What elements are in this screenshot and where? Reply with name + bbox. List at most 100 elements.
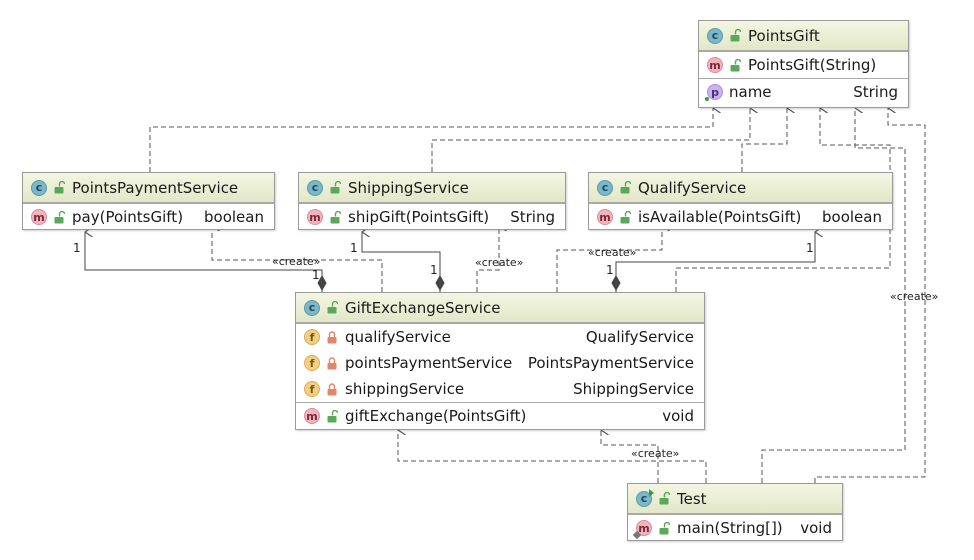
class-icon: c <box>304 299 320 316</box>
dep-test-to-pointsgift-a <box>761 108 906 483</box>
assoc-ges-qual <box>615 232 815 292</box>
method-signature: pay(PointsGift) <box>72 208 184 226</box>
class-header: c Test <box>628 484 842 514</box>
method-signature: shipGift(PointsGift) <box>348 208 490 226</box>
open-lock-icon <box>730 58 741 71</box>
method-row[interactable]: m main(String[]) void <box>628 515 842 541</box>
open-lock-icon <box>620 210 631 223</box>
field-name: pointsPaymentService <box>345 354 513 372</box>
field-row[interactable]: f pointsPaymentService PointsPaymentServ… <box>296 350 704 376</box>
field-section: f qualifyService QualifyService f points… <box>296 323 704 402</box>
field-row[interactable]: f shippingService ShippingService <box>296 376 704 402</box>
method-row[interactable]: m isAvailable(PointsGift) boolean <box>589 204 892 230</box>
property-icon: p <box>705 84 723 101</box>
field-type: PointsPaymentService <box>527 354 694 372</box>
class-test[interactable]: c Test m main(String[]) void <box>627 483 843 541</box>
class-name: QualifyService <box>638 178 747 197</box>
class-giftexchangeservice[interactable]: c GiftExchangeService f qualifyService Q… <box>295 292 705 430</box>
class-header: c ShippingService <box>299 173 565 203</box>
open-lock-icon <box>659 492 670 505</box>
dep-qual-to-pointsgift <box>741 108 787 172</box>
composition-diamond-pps <box>317 274 327 292</box>
class-name: PointsGift <box>748 26 820 45</box>
method-icon: m <box>307 209 323 225</box>
property-row[interactable]: p name String <box>699 79 908 105</box>
create-label: «create» <box>631 447 680 460</box>
class-header: c PointsPaymentService <box>23 173 274 203</box>
method-signature: main(String[]) <box>677 519 783 537</box>
open-lock-icon <box>54 210 65 223</box>
method-return-type: String <box>510 208 555 226</box>
class-icon: c <box>597 179 613 196</box>
class-icon: c <box>31 179 47 196</box>
class-name: ShippingService <box>348 178 469 197</box>
class-header: c QualifyService <box>589 173 892 203</box>
method-row[interactable]: m shipGift(PointsGift) String <box>299 204 565 230</box>
field-row[interactable]: f qualifyService QualifyService <box>296 324 704 350</box>
create-ges-to-pps <box>211 226 383 292</box>
multiplicity-label: 1 <box>430 263 438 277</box>
method-signature: giftExchange(PointsGift) <box>345 407 527 425</box>
method-section: m isAvailable(PointsGift) boolean <box>589 203 892 230</box>
assoc-ges-ship <box>361 232 441 292</box>
method-icon: m <box>304 408 320 424</box>
open-lock-icon <box>54 181 65 194</box>
runnable-class-icon: c <box>636 488 654 507</box>
class-header: c PointsGift <box>699 21 908 51</box>
class-icon: c <box>707 27 723 44</box>
method-return-type: boolean <box>822 208 882 226</box>
open-lock-icon <box>730 29 741 42</box>
class-qualifyservice[interactable]: c QualifyService m isAvailable(PointsGif… <box>588 172 893 230</box>
multiplicity-label: 1 <box>606 263 614 277</box>
composition-diamond-ship <box>435 274 445 292</box>
open-lock-icon <box>659 521 670 534</box>
method-icon: m <box>707 57 723 73</box>
field-name: qualifyService <box>345 328 451 346</box>
method-icon: m <box>597 209 613 225</box>
method-signature: isAvailable(PointsGift) <box>638 208 802 226</box>
lock-icon <box>327 330 337 343</box>
create-label: «create» <box>588 246 637 259</box>
class-pointspaymentservice[interactable]: c PointsPaymentService m pay(PointsGift)… <box>22 172 275 230</box>
field-name: shippingService <box>345 380 465 398</box>
dep-ship-to-pointsgift <box>431 108 750 172</box>
create-ges-to-qual <box>556 226 662 292</box>
constructor-row[interactable]: m PointsGift(String) <box>699 52 908 78</box>
class-icon: c <box>307 179 323 196</box>
open-lock-icon <box>327 301 338 314</box>
composition-diamond-qual <box>611 274 621 292</box>
multiplicity-label: 1 <box>350 241 358 255</box>
open-lock-icon <box>330 210 341 223</box>
static-method-icon: m <box>636 520 652 536</box>
method-row[interactable]: m giftExchange(PointsGift) void <box>296 403 704 429</box>
method-return-type: void <box>800 519 832 537</box>
method-section: m giftExchange(PointsGift) void <box>296 402 704 429</box>
property-type: String <box>853 83 898 101</box>
property-name: name <box>729 83 772 101</box>
field-icon: f <box>304 329 320 345</box>
create-ges-to-ship <box>476 226 499 292</box>
field-icon: f <box>304 381 320 397</box>
class-name: PointsPaymentService <box>72 178 239 197</box>
open-lock-icon <box>620 181 631 194</box>
multiplicity-label: 1 <box>806 241 814 255</box>
method-return-type: boolean <box>204 208 264 226</box>
field-type: ShippingService <box>573 380 694 398</box>
constructor-signature: PointsGift(String) <box>748 56 877 74</box>
create-label: «create» <box>475 256 524 269</box>
class-shippingservice[interactable]: c ShippingService m shipGift(PointsGift)… <box>298 172 566 230</box>
method-return-type: void <box>662 407 694 425</box>
dep-test-to-pointsgift-b <box>814 108 926 483</box>
method-section: m shipGift(PointsGift) String <box>299 203 565 230</box>
create-label: «create» <box>890 290 939 303</box>
open-lock-icon <box>327 409 338 422</box>
property-section: p name String <box>699 78 908 105</box>
open-lock-icon <box>330 181 341 194</box>
create-label: «create» <box>272 255 321 268</box>
field-type: QualifyService <box>585 328 694 346</box>
method-row[interactable]: m pay(PointsGift) boolean <box>23 204 274 230</box>
class-pointsgift[interactable]: c PointsGift m PointsGift(String) p name… <box>698 20 909 108</box>
constructor-section: m PointsGift(String) <box>699 51 908 78</box>
class-header: c GiftExchangeService <box>296 293 704 323</box>
